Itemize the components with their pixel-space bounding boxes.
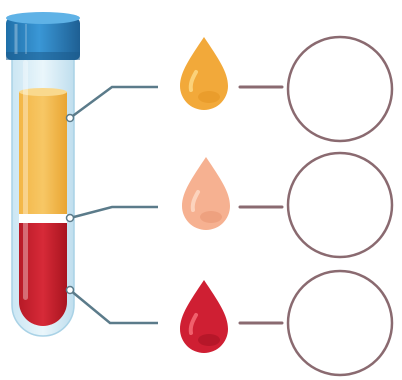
leader-line-plasma: [70, 87, 158, 118]
leader-lines: [67, 87, 159, 323]
buffy-coat-drop-icon: [182, 157, 230, 230]
answer-circle-red-cells[interactable]: [288, 271, 392, 375]
connectors: [240, 87, 282, 323]
plasma-drop-icon: [180, 37, 228, 110]
answer-circle-buffy-coat[interactable]: [288, 153, 392, 257]
drops: [180, 37, 230, 353]
leader-line-buffy-coat: [70, 207, 158, 218]
tube-cap: [6, 12, 80, 60]
red-cells-drop-icon: [180, 280, 228, 353]
leader-line-red-cells: [70, 290, 158, 323]
answer-circles[interactable]: [288, 37, 392, 375]
answer-circle-plasma[interactable]: [288, 37, 392, 141]
tube-highlight: [23, 60, 28, 300]
